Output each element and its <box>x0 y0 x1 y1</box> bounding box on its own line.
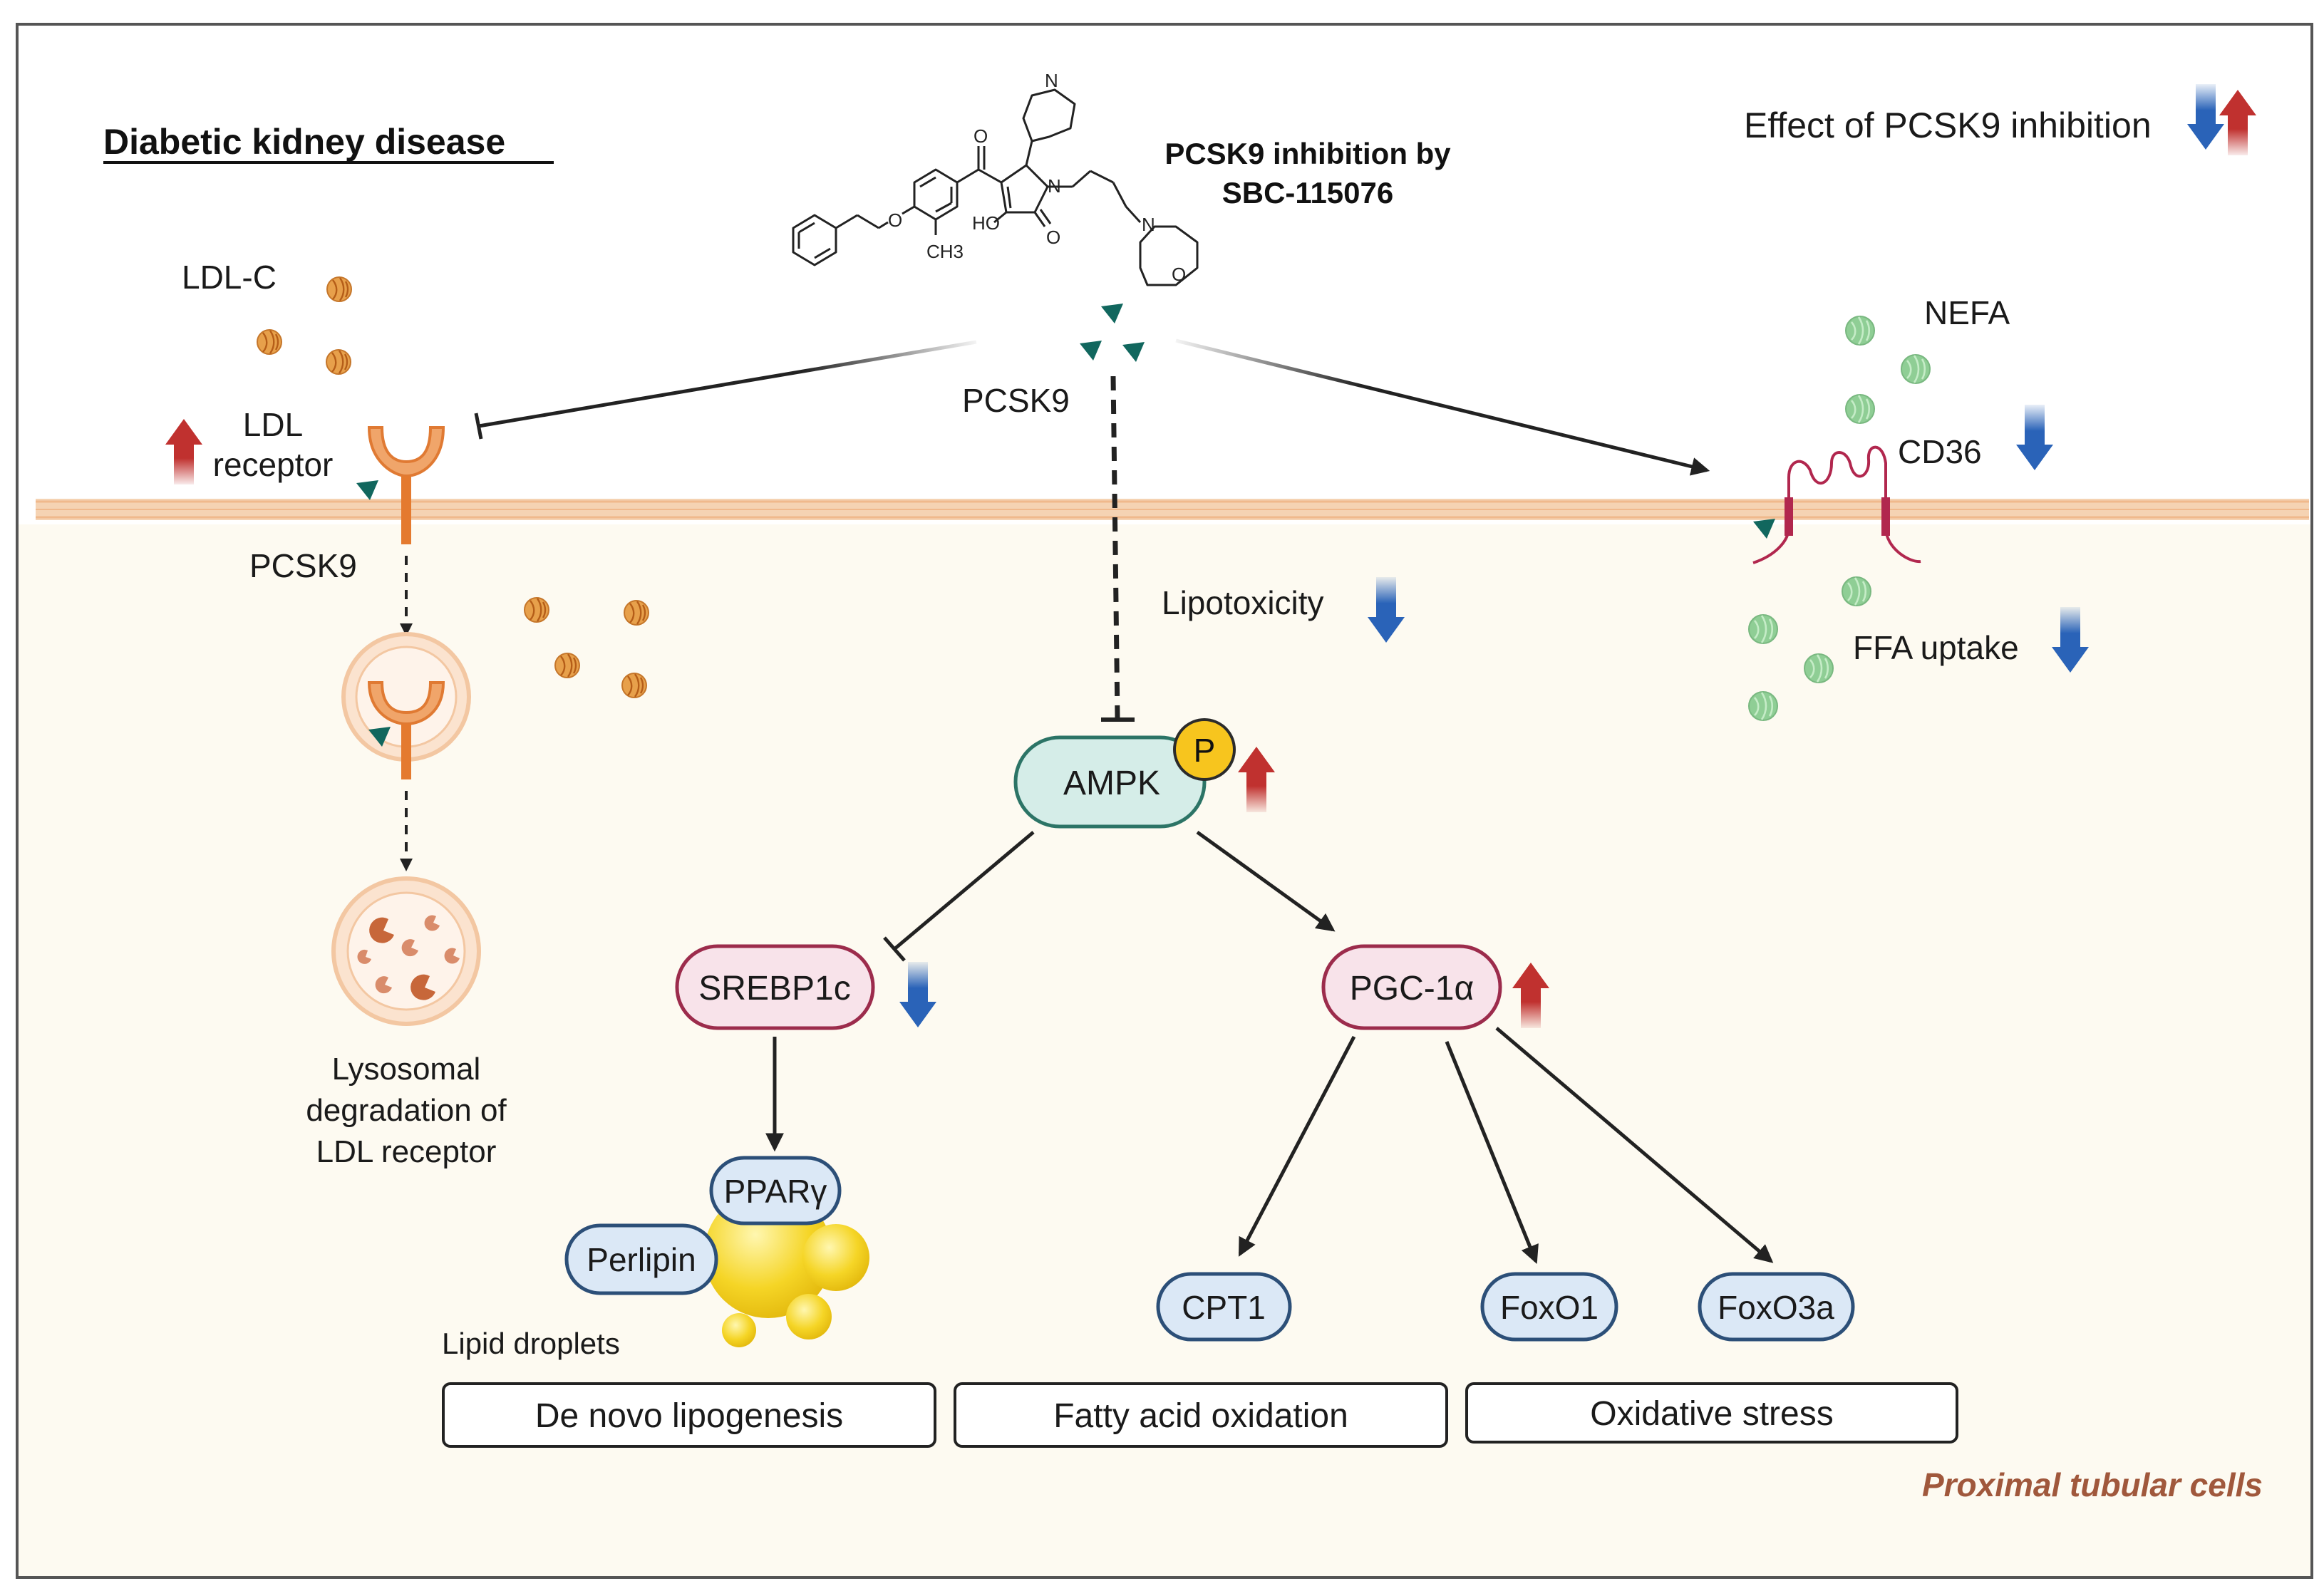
legend-up-arrow <box>2219 90 2256 155</box>
lysosome-label-line2: degradation of <box>306 1093 507 1128</box>
ldlr-up-arrow <box>165 419 202 484</box>
legend-down-arrow <box>2187 84 2224 150</box>
cpt1-node: CPT1 <box>1156 1272 1292 1342</box>
cell-membrane <box>36 499 2309 520</box>
foxo1-label: FoxO1 <box>1500 1289 1599 1326</box>
svg-text:CH3: CH3 <box>926 241 964 262</box>
svg-text:O: O <box>974 125 988 147</box>
pcsk9-center-label: PCSK9 <box>962 382 1070 419</box>
ldlc-label: LDL-C <box>182 259 277 296</box>
outcome-oxidative-stress-box: Oxidative stress <box>1465 1382 1958 1444</box>
lipotoxicity-label: Lipotoxicity <box>1162 584 1324 621</box>
cd36-transporter <box>1752 445 1921 564</box>
pgc-to-foxo3a-arrow <box>1495 1027 1774 1263</box>
foxo1-node: FoxO1 <box>1480 1272 1618 1342</box>
nefa-particles-extracellular <box>1844 315 1931 425</box>
outcome-lipogenesis-box: De novo lipogenesis <box>442 1382 936 1448</box>
svg-text:O: O <box>1046 227 1060 248</box>
ampk-inhibits-srebp-line <box>893 831 1035 950</box>
drug-name-line2: SBC-115076 <box>1222 176 1394 209</box>
pcsk9-activates-cd36-line <box>1175 338 1710 476</box>
ffa-uptake-label: FFA uptake <box>1853 629 2019 666</box>
ldlr-label-line1: LDL <box>243 406 303 443</box>
outcome-oxidative-stress-label: Oxidative stress <box>1590 1395 1833 1433</box>
legend-label: Effect of PCSK9 inhibition <box>1744 105 2152 145</box>
cd36-label: CD36 <box>1898 433 1982 470</box>
pcsk9-extracellular-cluster <box>1080 304 1145 362</box>
svg-text:O: O <box>888 209 902 231</box>
ampk-inhibits-srebp-bar <box>883 936 906 962</box>
ampk-node: AMPK <box>1013 735 1207 829</box>
nefa-label: NEFA <box>1924 294 2010 331</box>
svg-text:N: N <box>1045 70 1058 91</box>
outcome-lipogenesis-label: De novo lipogenesis <box>535 1397 843 1435</box>
svg-text:N: N <box>1048 175 1061 197</box>
foxo3a-node: FoxO3a <box>1698 1272 1855 1342</box>
outcome-fatty-acid-oxidation-label: Fatty acid oxidation <box>1053 1397 1348 1435</box>
pcsk9-inhibits-ldlr-bar <box>474 413 483 440</box>
cell-type-label: Proximal tubular cells <box>1922 1466 2263 1503</box>
pparg-node: PPARγ <box>709 1156 842 1225</box>
svg-text:HO: HO <box>972 212 1000 234</box>
pparg-label: PPARγ <box>724 1173 827 1210</box>
srebp1c-label: SREBP1c <box>698 970 850 1007</box>
ampk-label: AMPK <box>1063 765 1160 802</box>
endosome <box>341 632 471 779</box>
svg-text:N: N <box>1142 214 1155 235</box>
pcsk9-inhibits-ldlr-line <box>478 340 977 428</box>
outcome-fatty-acid-oxidation-box: Fatty acid oxidation <box>954 1382 1448 1448</box>
svg-text:P: P <box>1194 732 1216 769</box>
ampk-up-arrow <box>1238 747 1275 812</box>
sbc-115076-structure <box>792 88 1199 286</box>
ldlr-label-line2: receptor <box>213 446 334 483</box>
phosphorylation-badge: P <box>1173 718 1236 781</box>
ampk-activates-pgc-line <box>1196 830 1336 932</box>
pgc-to-foxo1-arrow <box>1445 1041 1539 1265</box>
lysosome <box>331 876 481 1026</box>
pgc1a-up-arrow <box>1512 963 1549 1028</box>
pgc1a-label: PGC-1α <box>1350 970 1474 1007</box>
srebp1c-node: SREBP1c <box>675 944 875 1030</box>
drug-name-line1: PCSK9 inhibition by <box>1164 137 1451 170</box>
lipotoxicity-down-arrow <box>1368 577 1405 643</box>
lipid-droplets-label: Lipid droplets <box>442 1327 620 1360</box>
perlipin-label: Perlipin <box>587 1241 696 1278</box>
foxo3a-label: FoxO3a <box>1718 1289 1834 1326</box>
sbc-115076-atom-labels: O O CH3 HO O N N O N <box>888 70 1186 285</box>
figure-title: Diabetic kidney disease <box>103 122 505 162</box>
ffa-uptake-down-arrow <box>2052 607 2089 673</box>
pgc-to-cpt1-arrow <box>1238 1035 1356 1257</box>
lysosome-label-line3: LDL receptor <box>316 1134 497 1169</box>
pcsk9-left-label: PCSK9 <box>249 547 357 584</box>
pcsk9-inhibits-ampk-line <box>1110 375 1120 719</box>
ldlc-particles-intracellular <box>523 596 650 699</box>
svg-text:O: O <box>1172 264 1186 285</box>
pgc1a-node: PGC-1α <box>1321 944 1502 1030</box>
cpt1-label: CPT1 <box>1182 1289 1266 1326</box>
ldl-receptor-membrane <box>356 426 445 544</box>
cd36-down-arrow <box>2016 405 2053 470</box>
perlipin-node: Perlipin <box>564 1223 718 1295</box>
lysosome-label-line1: Lysosomal <box>332 1052 481 1087</box>
srebp1c-down-arrow <box>899 962 936 1027</box>
